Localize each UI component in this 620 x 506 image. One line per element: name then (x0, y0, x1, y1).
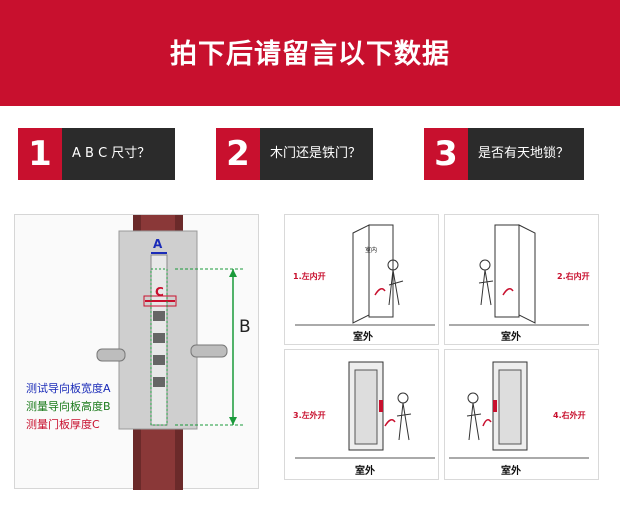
door-type-left-outward: 3.左外开 室外 (284, 349, 439, 480)
door-type-right-inward: 2.右内开 室外 (444, 214, 599, 345)
step-number: 1 (18, 128, 62, 180)
outside-label: 室外 (355, 466, 375, 477)
outside-label: 室外 (501, 332, 521, 343)
step-1: 1 A B C 尺寸？ (18, 128, 175, 180)
marker-b: B (239, 317, 251, 337)
right-handle-shape (190, 344, 228, 358)
left-handle-shape (96, 348, 126, 362)
door-caption: 3.左外开 (293, 411, 326, 420)
door-left-outward-illustration (295, 361, 435, 459)
step-3: 3 是否有天地锁？ (424, 128, 584, 180)
door-left-inward-illustration (295, 224, 435, 326)
marker-a: A (153, 237, 163, 251)
outside-label: 室外 (501, 466, 521, 477)
door-type-right-outward: 4.右外开 室外 (444, 349, 599, 480)
door-caption: 4.右外开 (553, 411, 586, 420)
door-right-outward-illustration (449, 361, 589, 459)
legend-height-b: 测量导向板高度B (26, 400, 111, 413)
legend-thickness-c: 测量门板厚度C (26, 418, 100, 431)
door-type-left-inward: 室内 1.左内开 室外 (284, 214, 439, 345)
marker-c: C (155, 285, 164, 299)
step-number: 3 (424, 128, 468, 180)
step-label: 木门还是铁门？ (260, 128, 373, 180)
room-label: 室内 (365, 247, 378, 254)
step-2: 2 木门还是铁门？ (216, 128, 373, 180)
step-number: 2 (216, 128, 260, 180)
step-label: 是否有天地锁？ (468, 128, 584, 180)
door-caption: 2.右内开 (557, 272, 590, 281)
step-label: A B C 尺寸？ (62, 128, 175, 180)
lock-illustration (96, 215, 243, 490)
outside-label: 室外 (353, 332, 373, 343)
header-banner: 拍下后请留言以下数据 (0, 0, 620, 106)
lock-measurement-diagram: A C B (14, 214, 259, 490)
door-caption: 1.左内开 (293, 272, 326, 281)
door-right-inward-illustration (449, 224, 589, 326)
banner-title: 拍下后请留言以下数据 (170, 39, 450, 70)
legend-width-a: 测试导向板宽度A (26, 382, 111, 395)
